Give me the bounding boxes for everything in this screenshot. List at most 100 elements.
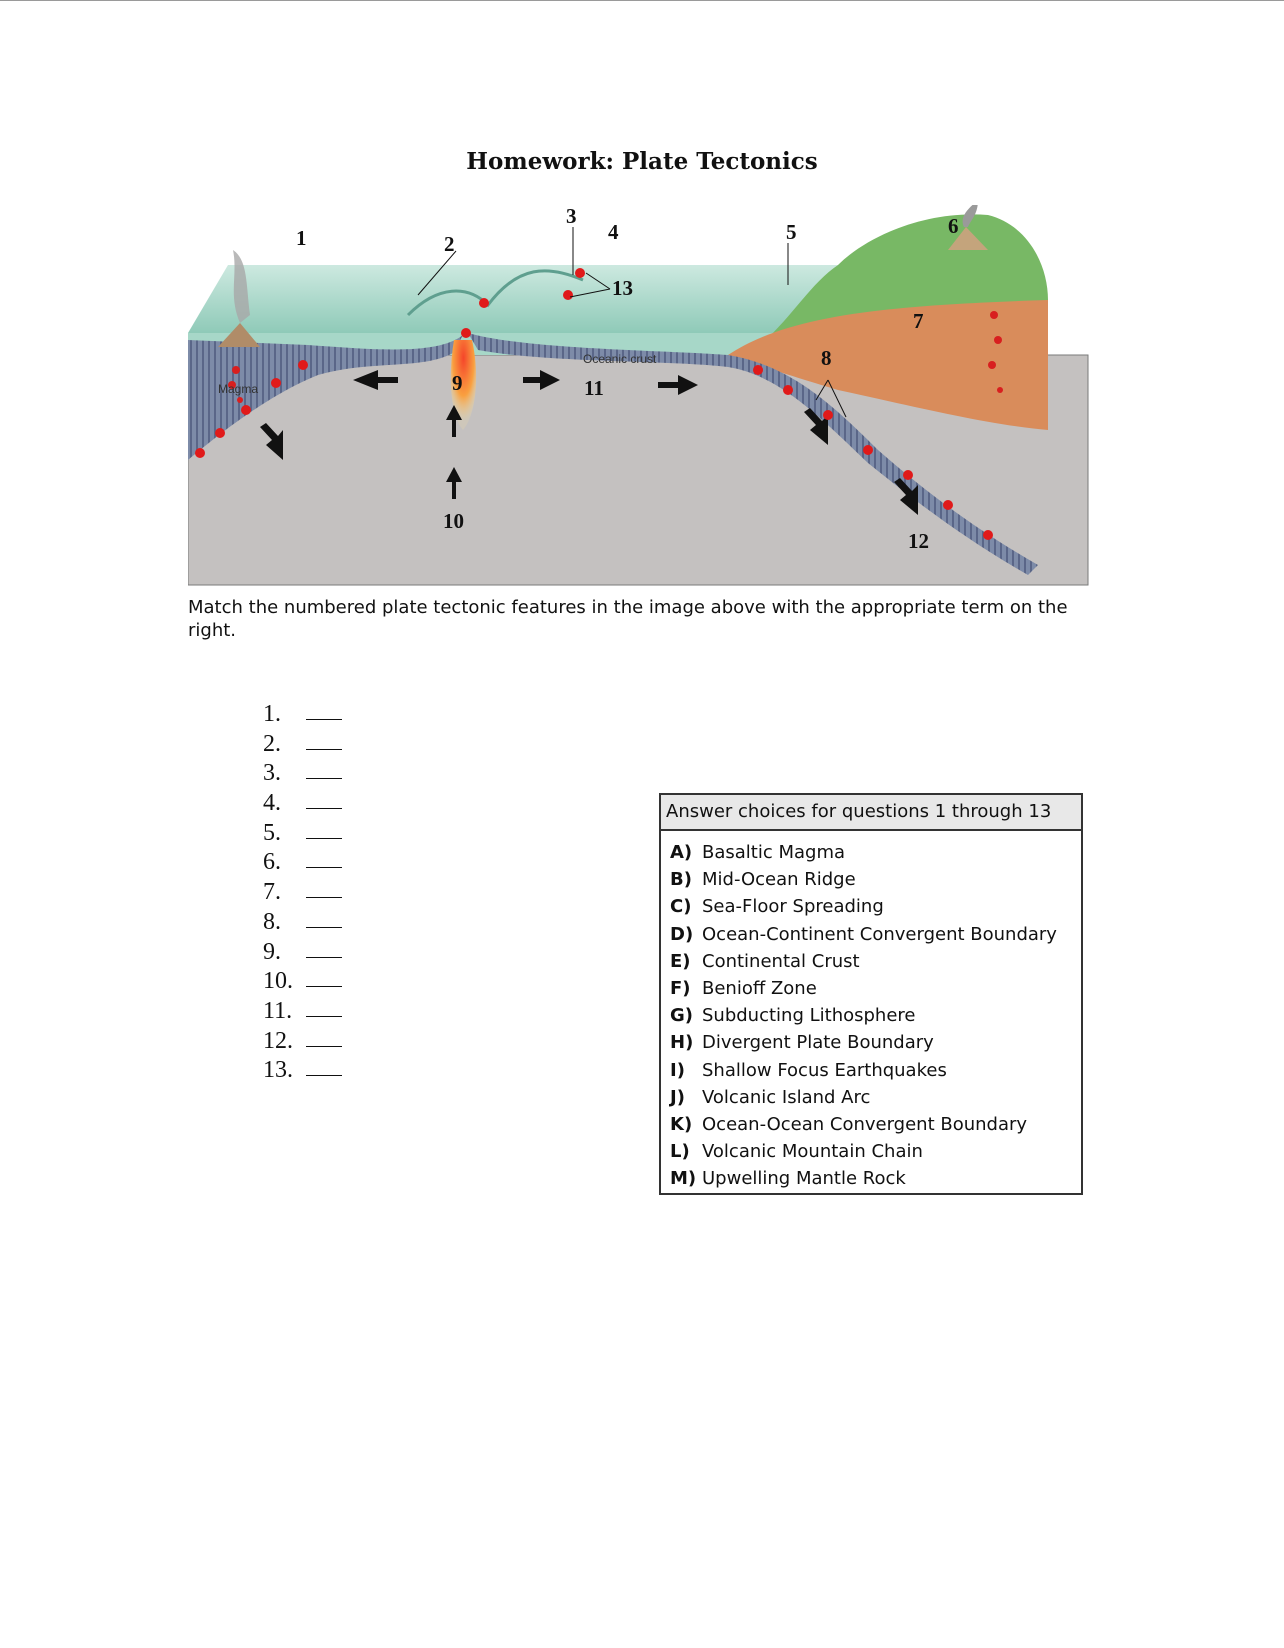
answer-blank[interactable] (306, 1029, 342, 1047)
question-number: 8. (263, 908, 306, 938)
answer-choice: B)Mid-Ocean Ridge (670, 866, 1081, 893)
choice-text: Ocean-Continent Convergent Boundary (702, 924, 1057, 945)
label-11: 11 (584, 376, 604, 400)
question-list: 1. 2. 3. 4. 5. 6. 7. 8. 9. 10. 11. 12. 1… (263, 700, 342, 1086)
answer-blank[interactable] (306, 791, 342, 809)
question-row: 8. (263, 908, 342, 938)
label-9: 9 (452, 371, 463, 395)
label-13: 13 (612, 276, 633, 300)
choice-text: Mid-Ocean Ridge (702, 869, 856, 890)
oceanic-crust-label: Oceanic crust (583, 352, 657, 366)
choice-letter: K) (670, 1111, 702, 1138)
question-number: 9. (263, 938, 306, 968)
answer-choice: K)Ocean-Ocean Convergent Boundary (670, 1111, 1081, 1138)
choice-letter: L) (670, 1138, 702, 1165)
question-row: 12. (263, 1027, 342, 1057)
question-row: 5. (263, 819, 342, 849)
answer-choice: J)Volcanic Island Arc (670, 1084, 1081, 1111)
question-number: 12. (263, 1027, 306, 1057)
choice-letter: E) (670, 948, 702, 975)
answer-choice: A)Basaltic Magma (670, 839, 1081, 866)
choice-text: Volcanic Mountain Chain (702, 1141, 923, 1162)
choice-letter: H) (670, 1029, 702, 1056)
answer-blank[interactable] (306, 821, 342, 839)
answer-choice: M)Upwelling Mantle Rock (670, 1165, 1081, 1192)
answer-choice: I)Shallow Focus Earthquakes (670, 1057, 1081, 1084)
answer-choice: D)Ocean-Continent Convergent Boundary (670, 921, 1081, 948)
question-number: 5. (263, 819, 306, 849)
label-4: 4 (608, 220, 619, 244)
question-row: 7. (263, 878, 342, 908)
answer-blank[interactable] (306, 850, 342, 868)
label-3: 3 (566, 205, 577, 228)
question-row: 4. (263, 789, 342, 819)
answer-blank[interactable] (306, 940, 342, 958)
page-title: Homework: Plate Tectonics (0, 148, 1284, 175)
choice-text: Divergent Plate Boundary (702, 1032, 934, 1053)
label-12: 12 (908, 529, 929, 553)
question-number: 3. (263, 759, 306, 789)
choice-letter: D) (670, 921, 702, 948)
label-2: 2 (444, 232, 455, 256)
question-row: 6. (263, 848, 342, 878)
question-row: 2. (263, 730, 342, 760)
question-number: 6. (263, 848, 306, 878)
plate-tectonics-diagram: 1 2 3 4 5 6 7 8 9 10 11 12 13 Magma Ocea… (188, 205, 1096, 587)
choice-text: Upwelling Mantle Rock (702, 1168, 906, 1189)
answer-choice: E)Continental Crust (670, 948, 1081, 975)
choice-letter: I) (670, 1057, 702, 1084)
answer-blank[interactable] (306, 732, 342, 750)
choice-text: Sea-Floor Spreading (702, 896, 884, 917)
choice-text: Basaltic Magma (702, 842, 845, 863)
question-row: 11. (263, 997, 342, 1027)
label-1: 1 (296, 226, 307, 250)
choice-text: Continental Crust (702, 951, 860, 972)
choice-text: Shallow Focus Earthquakes (702, 1060, 947, 1081)
question-number: 1. (263, 700, 306, 730)
answer-choices-heading: Answer choices for questions 1 through 1… (661, 795, 1081, 831)
choice-letter: J) (670, 1084, 702, 1111)
answer-blank[interactable] (306, 969, 342, 987)
page-top-border (0, 0, 1284, 1)
question-number: 7. (263, 878, 306, 908)
question-row: 1. (263, 700, 342, 730)
answer-choices-list: A)Basaltic Magma B)Mid-Ocean Ridge C)Sea… (661, 831, 1081, 1192)
label-5: 5 (786, 220, 797, 244)
question-number: 11. (263, 997, 306, 1027)
choice-text: Ocean-Ocean Convergent Boundary (702, 1114, 1027, 1135)
answer-blank[interactable] (306, 880, 342, 898)
instructions: Match the numbered plate tectonic featur… (188, 596, 1088, 642)
question-number: 10. (263, 967, 306, 997)
answer-blank[interactable] (306, 910, 342, 928)
choice-text: Subducting Lithosphere (702, 1005, 915, 1026)
question-number: 2. (263, 730, 306, 760)
question-row: 3. (263, 759, 342, 789)
answer-blank[interactable] (306, 761, 342, 779)
choice-text: Benioff Zone (702, 978, 817, 999)
question-row: 13. (263, 1056, 342, 1086)
label-7: 7 (913, 309, 924, 333)
answer-choice: C)Sea-Floor Spreading (670, 893, 1081, 920)
question-row: 10. (263, 967, 342, 997)
choice-letter: F) (670, 975, 702, 1002)
answer-choice: L)Volcanic Mountain Chain (670, 1138, 1081, 1165)
answer-choices-table: Answer choices for questions 1 through 1… (659, 793, 1083, 1195)
label-10: 10 (443, 509, 464, 533)
choice-letter: A) (670, 839, 702, 866)
label-8: 8 (821, 346, 832, 370)
answer-choice: H)Divergent Plate Boundary (670, 1029, 1081, 1056)
label-6: 6 (948, 214, 959, 238)
magma-label: Magma (218, 382, 258, 396)
choice-text: Volcanic Island Arc (702, 1087, 870, 1108)
question-number: 13. (263, 1056, 306, 1086)
answer-blank[interactable] (306, 1058, 342, 1076)
choice-letter: B) (670, 866, 702, 893)
answer-blank[interactable] (306, 999, 342, 1017)
question-row: 9. (263, 938, 342, 968)
choice-letter: C) (670, 893, 702, 920)
answer-blank[interactable] (306, 702, 342, 720)
answer-choice: F)Benioff Zone (670, 975, 1081, 1002)
answer-choice: G)Subducting Lithosphere (670, 1002, 1081, 1029)
choice-letter: M) (670, 1165, 702, 1192)
choice-letter: G) (670, 1002, 702, 1029)
